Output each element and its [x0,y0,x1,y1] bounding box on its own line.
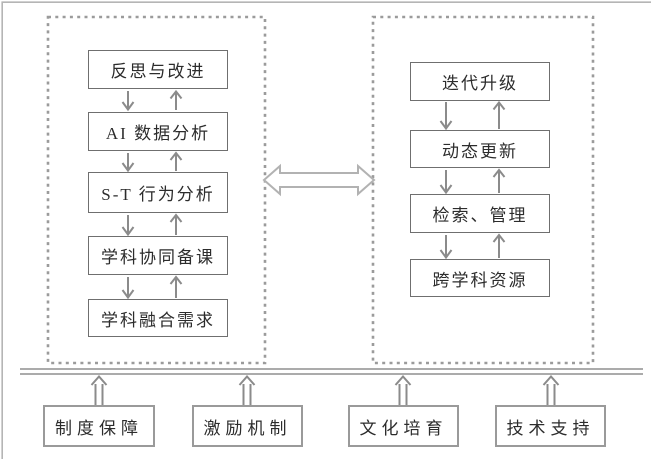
left-flow-arrows-3 [121,213,183,237]
right-flow-arrows-3 [439,233,506,260]
bus-line [20,368,643,375]
left-flow-box-reflection: 反思与改进 [88,50,228,89]
left-flow-box-st-behavior: S-T 行为分析 [88,172,228,213]
foundation-box-technical-support: 技术支持 [495,405,606,447]
bidirectional-arrow-icon [262,163,376,197]
left-flow-arrows-1 [121,89,183,112]
right-panel-border [371,15,595,365]
left-flow-box-collaborative-prep: 学科协同备课 [88,236,228,275]
foundation-box-incentive-mechanism: 激励机制 [192,405,303,447]
support-arrow-1 [90,374,108,405]
foundation-box-system-guarantee: 制度保障 [43,405,155,447]
left-flow-arrows-2 [121,151,183,173]
support-arrow-4 [542,374,560,405]
right-flow-box-iteration-upgrade: 迭代升级 [410,62,550,101]
support-arrow-2 [238,374,256,405]
support-arrow-3 [394,374,412,405]
right-flow-box-retrieval-management: 检索、管理 [410,194,550,233]
left-flow-arrows-4 [121,275,183,300]
left-flow-box-ai-analysis: AI 数据分析 [88,112,228,151]
right-flow-arrows-1 [439,100,506,131]
foundation-box-culture-cultivation: 文化培育 [348,405,459,447]
right-flow-box-interdisciplinary-resources: 跨学科资源 [410,259,550,297]
left-flow-box-integration-needs: 学科融合需求 [88,299,228,337]
right-flow-arrows-2 [439,168,506,195]
right-flow-box-dynamic-update: 动态更新 [410,130,550,168]
